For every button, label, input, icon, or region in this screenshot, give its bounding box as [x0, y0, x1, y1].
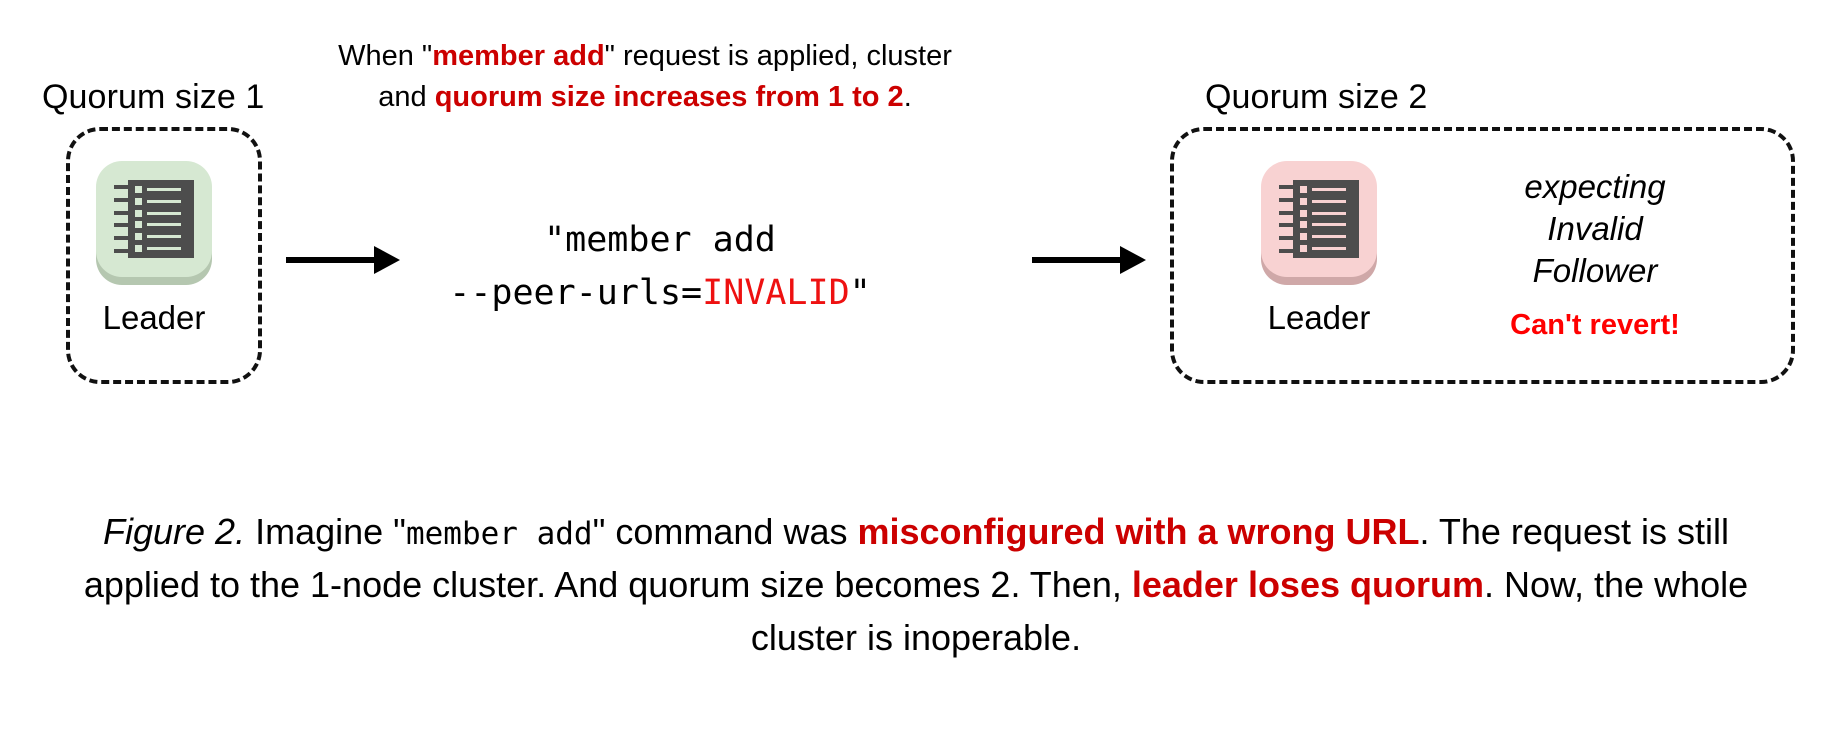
figure-caption: Figure 2. Imagine "member add" command w… — [50, 506, 1782, 665]
command-text: "member add --peer-urls=INVALID" — [400, 214, 920, 320]
status-line-invalid: Invalid — [1547, 210, 1643, 248]
notebook-icon-lines — [135, 186, 189, 252]
right-cluster-title: Quorum size 2 — [1205, 78, 1428, 116]
command-line2-pre: --peer-urls= — [449, 273, 703, 314]
right-cluster-box — [1170, 127, 1795, 384]
caption-highlight-misconfigured: misconfigured with a wrong URL — [857, 511, 1420, 552]
notebook-icon-rings — [1279, 185, 1297, 253]
right-node-label: Leader — [1267, 299, 1371, 336]
left-node-label: Leader — [102, 299, 206, 336]
top-annotation: When "member add" request is applied, cl… — [330, 36, 960, 118]
right-status-block: expecting Invalid Follower Can't revert! — [1455, 166, 1735, 342]
arrow-right-icon-2 — [1032, 243, 1146, 277]
notebook-icon-rings — [114, 185, 132, 253]
caption-line2: The request is still applied to the 1-no… — [83, 511, 1729, 605]
command-line1: "member add — [544, 220, 776, 260]
caption-seg1: Imagine " — [245, 511, 406, 552]
status-line-follower: Follower — [1532, 252, 1658, 290]
caption-figure-label: Figure 2. — [103, 511, 246, 552]
caption-highlight-leader-loses-quorum: leader loses quorum — [1131, 563, 1484, 605]
caption-seg3: . — [1419, 511, 1430, 552]
top-note-line2-highlight: quorum size increases — [434, 81, 748, 114]
top-note-line1-pre: When " — [338, 40, 433, 72]
command-line2-post: " — [849, 273, 871, 314]
left-leader-node: Leader — [90, 153, 218, 337]
cant-revert-warning: Can't revert! — [1510, 308, 1680, 341]
caption-seg4: . Now, the whole cluster is inoperable. — [750, 563, 1749, 658]
top-note-line3-highlight: from 1 to 2 — [755, 81, 904, 114]
notebook-icon-lines — [1300, 186, 1354, 252]
top-note-line3-post: . — [903, 81, 912, 114]
top-note-line2-pre: cluster and — [378, 40, 952, 114]
notebook-icon — [90, 153, 218, 293]
status-line-expecting: expecting — [1524, 168, 1666, 205]
arrow-right-icon — [286, 243, 400, 277]
caption-mono-command: member add — [405, 516, 593, 552]
right-leader-node: Leader — [1255, 153, 1383, 337]
top-note-line1-post: " request is applied, — [604, 40, 859, 72]
left-cluster-title: Quorum size 1 — [42, 78, 265, 116]
top-note-line1-highlight: member add — [432, 40, 605, 72]
command-invalid-token: INVALID — [702, 273, 850, 314]
left-cluster-box — [66, 127, 262, 384]
caption-seg2: " command was — [592, 511, 858, 552]
notebook-icon — [1255, 153, 1383, 293]
